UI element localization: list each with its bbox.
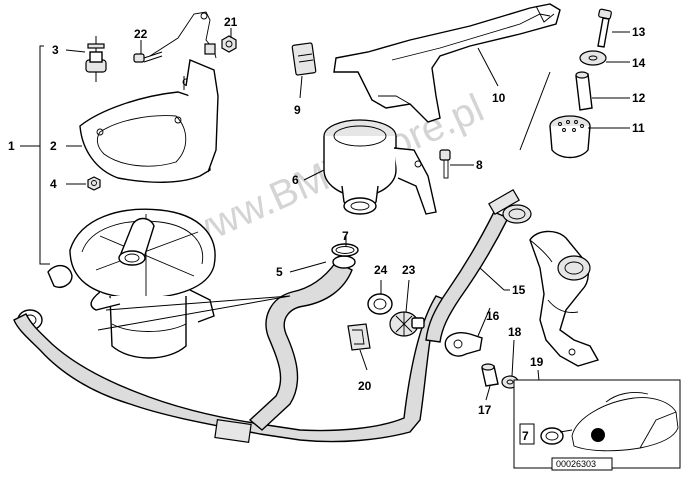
callout-19: 19 — [530, 355, 544, 369]
leader-23 — [405, 279, 410, 313]
leader-15 — [479, 267, 505, 291]
leader-11-aux — [519, 71, 551, 151]
leader-5-pump — [97, 295, 291, 331]
callout-16: 16 — [486, 309, 500, 323]
callout-23: 23 — [402, 263, 416, 277]
hose-5-end — [332, 255, 356, 269]
callout-14: 14 — [632, 56, 646, 70]
leader-18 — [511, 339, 515, 377]
callout-13: 13 — [632, 25, 646, 39]
callout-5: 5 — [276, 265, 283, 279]
sleeve-17-part — [481, 363, 499, 387]
gasket-16-part — [444, 332, 483, 357]
callout-7: 7 — [342, 229, 349, 243]
leader-5-pump2 — [105, 295, 291, 311]
air-pump-part — [69, 208, 216, 359]
leader-3 — [65, 49, 86, 53]
hose-15-clamp — [488, 188, 532, 224]
callout-21: 21 — [224, 15, 238, 29]
leader-17 — [485, 385, 491, 401]
leader-6 — [303, 169, 325, 181]
callout-17: 17 — [478, 403, 492, 417]
washer-14-part — [579, 50, 607, 66]
rubber-mount-part — [85, 36, 107, 82]
clip-20-part — [347, 323, 371, 351]
washer-24-part — [367, 293, 393, 315]
callout-1: 1 — [8, 139, 15, 153]
nut-part — [87, 176, 101, 191]
bolt-8-part — [439, 149, 474, 179]
callout-18: 18 — [508, 325, 522, 339]
inset-box — [513, 379, 681, 471]
air-pipe-fitting-part — [529, 230, 600, 367]
wire-clip-part — [149, 11, 217, 59]
callout-20: 20 — [358, 379, 372, 393]
pump-bracket-part — [79, 59, 219, 183]
callout-9: 9 — [294, 103, 301, 117]
callout-8: 8 — [476, 158, 483, 172]
reference-number: 00026303 — [556, 459, 596, 469]
check-valve-part — [323, 119, 437, 215]
group-bracket-1 — [20, 45, 44, 265]
callout-2: 2 — [50, 139, 57, 153]
callout-11: 11 — [632, 121, 645, 135]
leader-10 — [477, 47, 499, 87]
nut-21-part — [221, 35, 237, 53]
leader-20 — [359, 349, 368, 371]
bolt-13-part — [597, 8, 612, 48]
leader-16 — [477, 307, 491, 337]
callout-22: 22 — [134, 27, 148, 41]
main-hose-sleeve — [214, 419, 252, 443]
valve-bracket-part — [333, 3, 561, 123]
clip-9-part — [291, 42, 317, 76]
main-air-hose — [13, 295, 448, 443]
callout-24: 24 — [374, 263, 388, 277]
callout-15: 15 — [512, 283, 526, 297]
callout-12: 12 — [632, 91, 646, 105]
callout-4: 4 — [50, 177, 57, 191]
callout-6: 6 — [292, 173, 299, 187]
location-dot — [591, 428, 605, 442]
hose-5-part — [248, 261, 353, 431]
bolt-22-part — [133, 51, 163, 63]
callout-10: 10 — [492, 91, 506, 105]
hose-15-part — [425, 211, 509, 343]
hose-clamp-part — [331, 243, 359, 257]
leader-5 — [289, 261, 327, 273]
callout-3: 3 — [52, 43, 59, 57]
connector-23-part — [389, 311, 425, 337]
grommet-11-part — [549, 115, 591, 159]
sleeve-12-part — [575, 71, 593, 111]
callout-7-inset: 7 — [522, 429, 529, 443]
leader-9 — [299, 75, 303, 99]
